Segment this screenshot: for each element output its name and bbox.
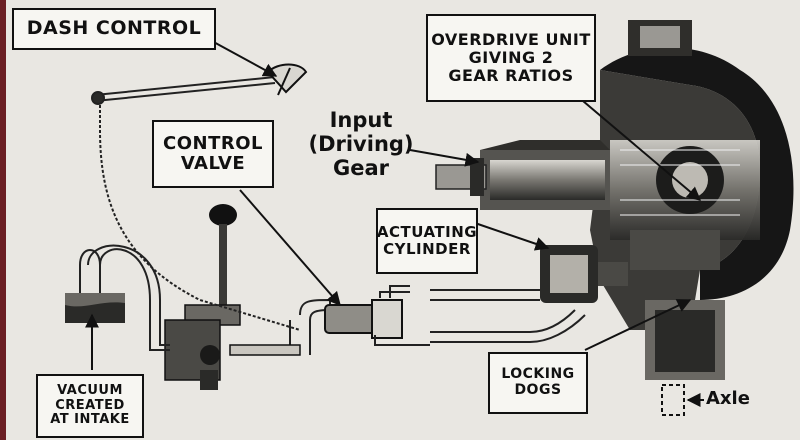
- control-valve-drawing: [289, 285, 430, 355]
- overdrive-housing: [590, 20, 794, 416]
- intake-manifold-drawing: [65, 244, 170, 351]
- dash-control-label: DASH CONTROL: [12, 8, 216, 50]
- transmission-housing: [435, 140, 610, 210]
- input-gear-label: Input (Driving) Gear: [308, 108, 414, 181]
- locking-dogs-label: LOCKING DOGS: [488, 352, 588, 414]
- axle-label: Axle: [706, 388, 750, 409]
- actuating-cylinder-label: ACTUATING CYLINDER: [376, 208, 478, 274]
- actuating-cylinder-drawing: [540, 245, 628, 303]
- overdrive-unit-label: OVERDRIVE UNIT GIVING 2 GEAR RATIOS: [426, 14, 596, 102]
- vacuum-intake-label: VACUUM CREATED AT INTAKE: [36, 374, 144, 438]
- control-valve-label: CONTROL VALVE: [152, 120, 274, 188]
- shifter-assembly: [164, 204, 301, 390]
- leader-lines: [85, 39, 704, 407]
- dash-control-linkage: [91, 63, 308, 331]
